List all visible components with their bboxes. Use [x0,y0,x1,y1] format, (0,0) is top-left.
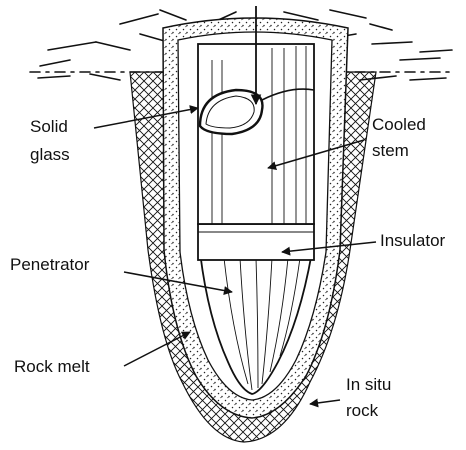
label-solid-glass-line2: glass [30,145,70,164]
label-solid-glass-line1: Solid [30,117,68,136]
label-in-situ-rock-line1: In situ [346,375,391,394]
label-cooled-stem-line1: Cooled [372,115,426,134]
label-insulator: Insulator [380,231,446,250]
insulator-band [198,224,314,260]
label-cooled-stem-line2: stem [372,141,409,160]
label-in-situ-rock-line2: rock [346,401,379,420]
label-rock-melt: Rock melt [14,357,90,376]
label-penetrator: Penetrator [10,255,90,274]
